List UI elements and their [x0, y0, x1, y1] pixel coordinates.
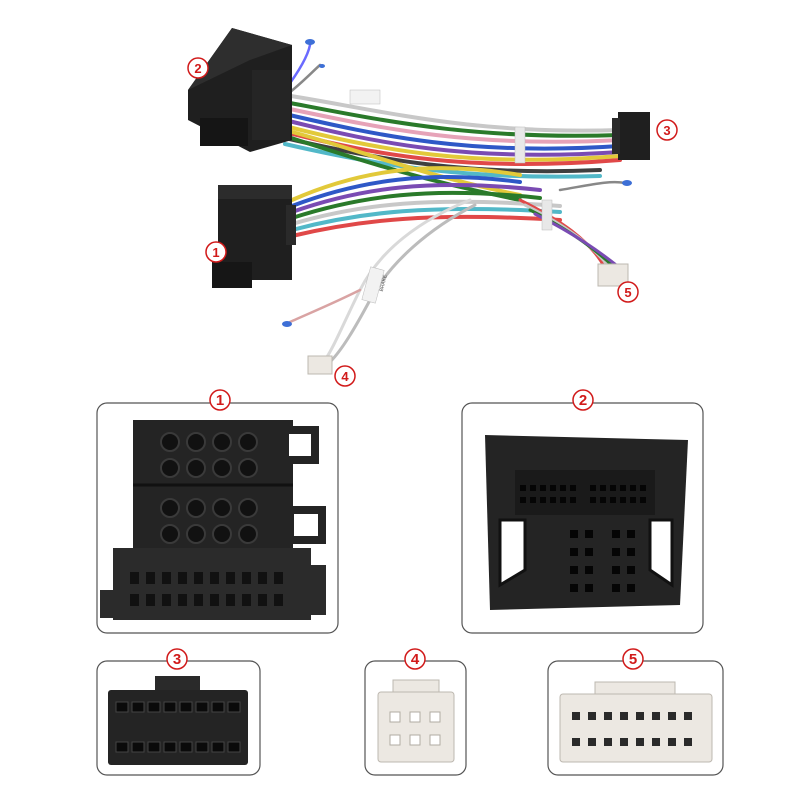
- callout-1: 1: [205, 241, 227, 263]
- svg-text:4: 4: [341, 369, 349, 384]
- connector-2-harness: [188, 28, 292, 152]
- svg-text:5: 5: [629, 651, 637, 668]
- pin-slots-2-bottom: [570, 530, 635, 592]
- callout-4: 4: [334, 365, 356, 387]
- svg-text:3: 3: [663, 123, 670, 138]
- svg-text:2: 2: [579, 392, 587, 409]
- svg-text:3: 3: [173, 651, 181, 668]
- svg-text:4: 4: [411, 651, 420, 668]
- wire-tag-brake: BRAKE: [379, 274, 389, 293]
- pin-slots-2-top: [520, 485, 646, 503]
- detail-panel-4: 4: [364, 648, 467, 776]
- pin-slots-1: [130, 572, 283, 606]
- pin-slots-4: [389, 711, 441, 746]
- svg-text:2: 2: [194, 61, 201, 76]
- callout-3: 3: [656, 119, 678, 141]
- detail-panel-2: 2: [461, 389, 704, 634]
- detail-panel-1: 1: [96, 389, 339, 634]
- connector-3-harness: [612, 112, 650, 160]
- detail-panel-3: 3: [96, 648, 261, 776]
- svg-text:1: 1: [216, 392, 224, 409]
- svg-text:1: 1: [212, 245, 219, 260]
- pin-grid-1: [160, 432, 258, 544]
- connector-4-harness: [307, 355, 333, 375]
- pin-slots-5: [572, 712, 692, 746]
- connector-5-harness: [597, 263, 629, 287]
- callout-2: 2: [187, 57, 209, 79]
- detail-panel-5: 5: [547, 648, 724, 776]
- wire-harness: BRAKE: [282, 39, 632, 364]
- pin-slots-3: [115, 701, 241, 753]
- connector-1-harness: [212, 185, 296, 288]
- callout-5: 5: [617, 281, 639, 303]
- svg-text:5: 5: [624, 285, 631, 300]
